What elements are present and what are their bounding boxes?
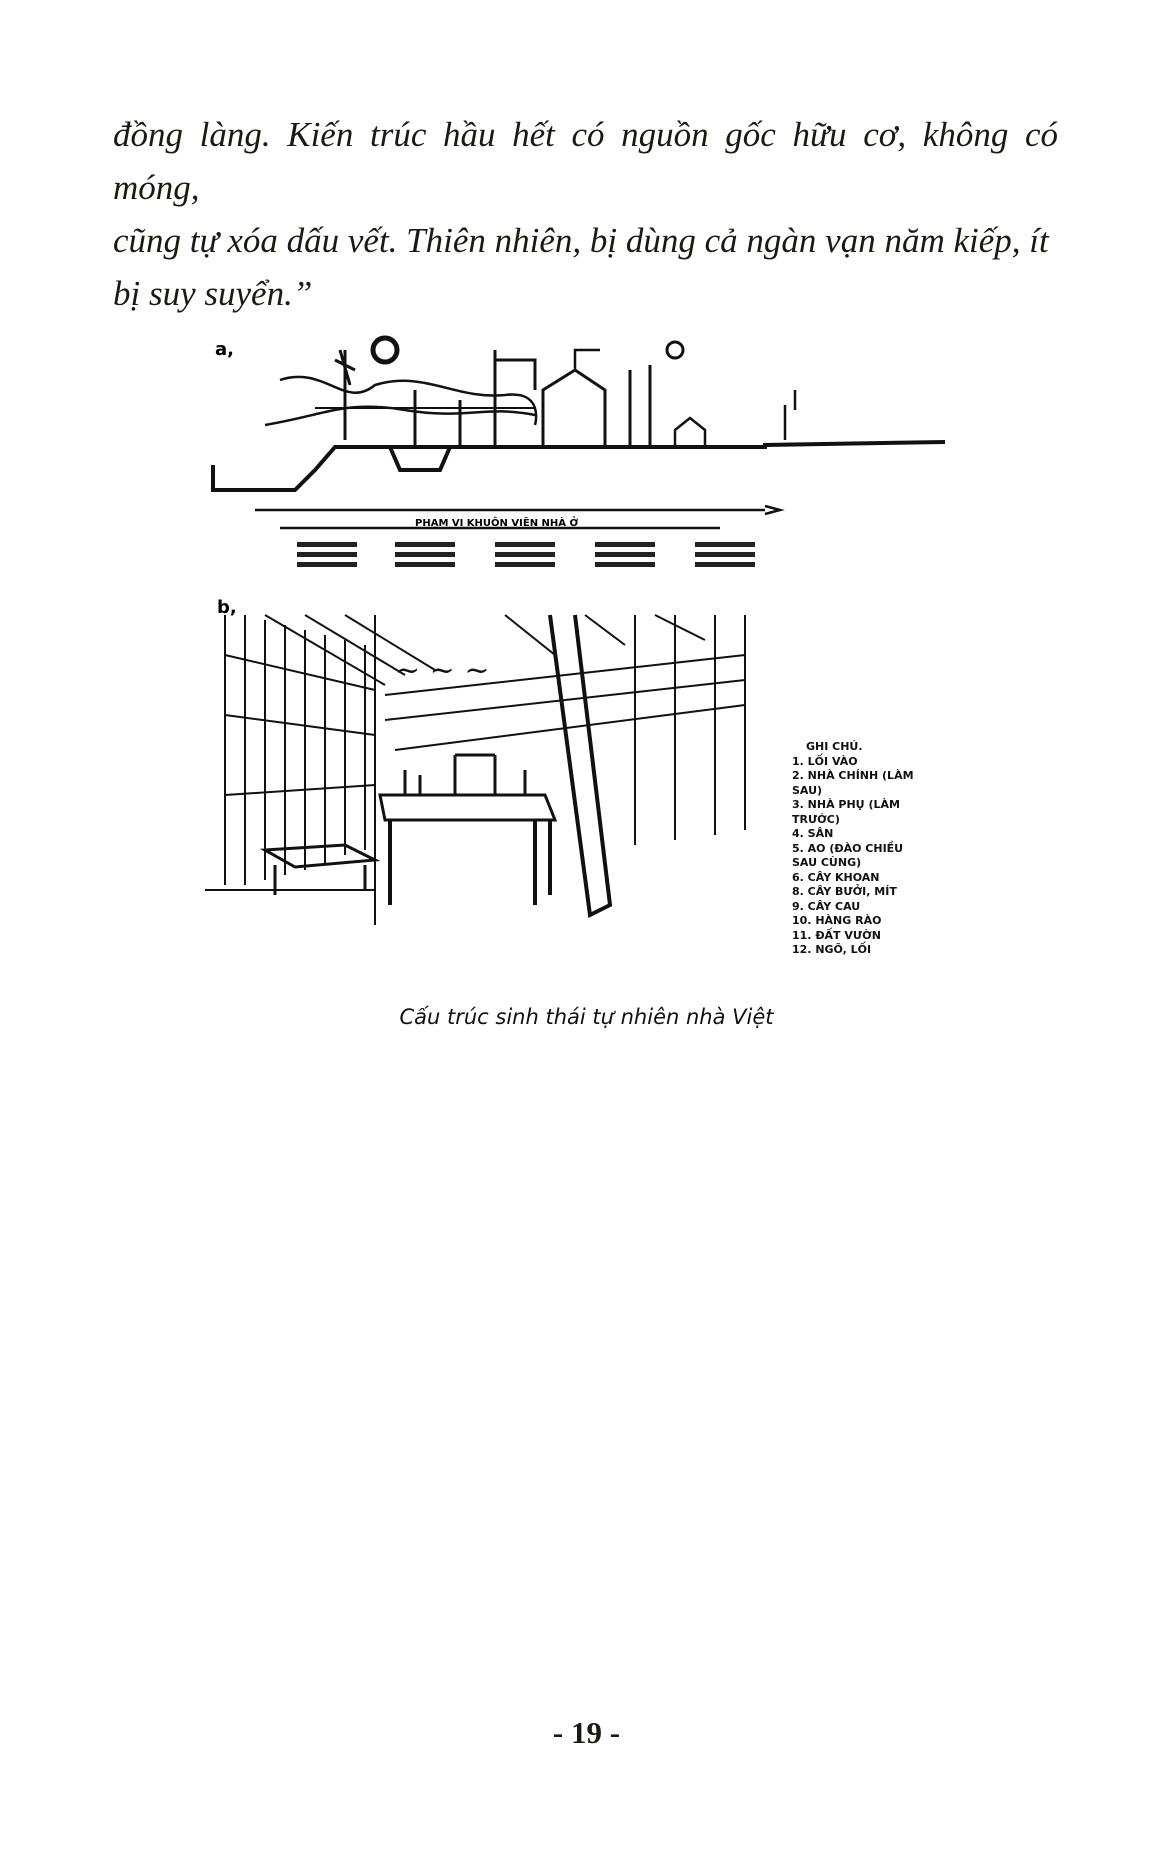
legend-item: 1. LỐI VÀO: [792, 754, 858, 768]
figure-caption: Cấu trúc sinh thái tự nhiên nhà Việt: [399, 1005, 774, 1029]
legend-item: 4. SÂN: [792, 827, 834, 840]
legend-item: 3. NHÀ PHỤ (LÀM TRƯỚC): [792, 798, 900, 826]
paragraph-line: bị suy suyển.”: [113, 274, 313, 313]
legend-item: 2. NHÀ CHÍNH (LÀM SAU): [792, 769, 914, 797]
legend-item: 12. NGÕ, LỐI: [792, 943, 872, 956]
body-paragraph: đồng làng. Kiến trúc hầu hết có nguồn gố…: [113, 108, 1058, 320]
legend-item: 6. CÂY KHOAN: [792, 870, 880, 884]
legend-title: GHI CHÚ.: [806, 740, 863, 753]
panel-a-label: a,: [215, 339, 234, 360]
figure-legend: GHI CHÚ. 1. LỐI VÀO 2. NHÀ CHÍNH (LÀM SA…: [792, 740, 927, 958]
legend-item: 11. ĐẤT VƯỜN: [792, 928, 881, 942]
paragraph-line: cũng tự xóa dấu vết. Thiên nhiên, bị dùn…: [113, 221, 1049, 260]
legend-item: 8. CÂY BƯỞI, MÍT: [792, 885, 897, 898]
figure-a-sketch: a, PHẠM VI KHUÔN VIÊN NHÀ Ở: [211, 335, 946, 567]
legend-item: 5. AO (ĐÀO CHIỀU SAU CÙNG): [792, 841, 904, 870]
paragraph-line: đồng làng. Kiến trúc hầu hết có nguồn gố…: [113, 115, 1058, 207]
legend-item: 10. HÀNG RÀO: [792, 914, 882, 927]
panel-a-range-label: PHẠM VI KHUÔN VIÊN NHÀ Ở: [415, 515, 579, 529]
legend-item: 9. CÂY CAU: [792, 899, 861, 913]
page-number: - 19 -: [552, 1715, 621, 1750]
svg-text:~ ~ ~: ~ ~ ~: [395, 653, 489, 688]
figure-b-sketch: b, ~ ~ ~: [205, 597, 746, 925]
panel-b-label: b,: [217, 597, 237, 618]
